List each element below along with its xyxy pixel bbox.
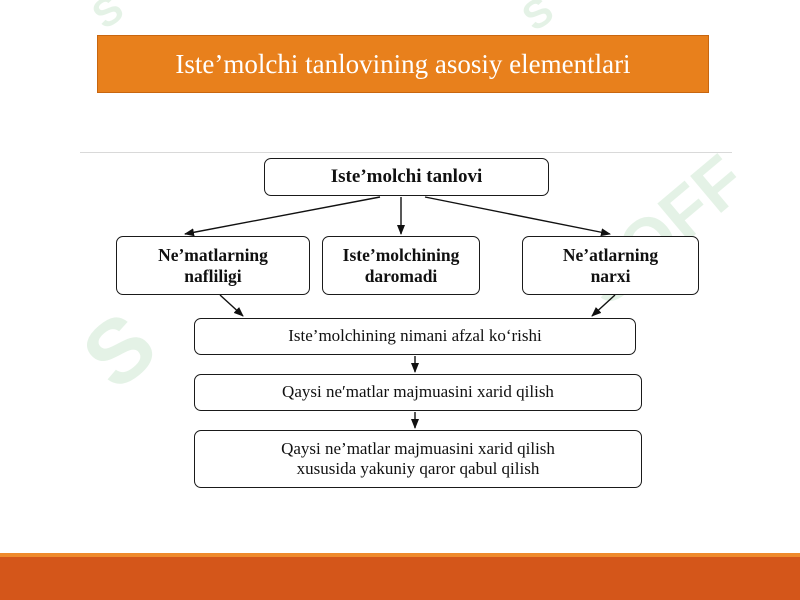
node-final-decision-line1: Qaysi ne’matlar majmuasini xarid qilish (281, 438, 555, 458)
node-utility-line2: nafliligi (184, 265, 242, 286)
node-income-line1: Iste’molchining (342, 244, 460, 265)
node-income-line2: daromadi (364, 265, 438, 286)
node-price-line2: narxi (590, 265, 631, 286)
footer-stripe (0, 553, 800, 557)
node-price: Ne’atlarning narxi (522, 236, 699, 295)
node-basket-choice: Qaysi ne′matlar majmuasini xarid qilish (194, 374, 642, 411)
arrow-price-to-preference (591, 294, 616, 317)
node-final-decision: Qaysi ne’matlar majmuasini xarid qilish … (194, 430, 642, 488)
node-root: Iste’molchi tanlovi (264, 158, 549, 196)
arrow-utility-to-preference (219, 294, 244, 317)
slide-title: Iste’molchi tanlovining asosiy elementla… (97, 35, 709, 93)
arrow-root-to-utility (184, 196, 381, 237)
node-utility: Ne’matlarning nafliligi (116, 236, 310, 295)
node-income: Iste’molchining daromadi (322, 236, 480, 295)
node-utility-line1: Ne’matlarning (158, 244, 268, 265)
divider (80, 152, 732, 153)
arrow-root-to-price (424, 196, 611, 237)
node-price-line1: Ne’atlarning (562, 244, 659, 265)
node-final-decision-line2: xususida yakuniy qaror qabul qilish (296, 459, 540, 478)
node-preference: Iste’molchining nimani afzal ko‘rishi (194, 318, 636, 355)
footer-band (0, 553, 800, 600)
